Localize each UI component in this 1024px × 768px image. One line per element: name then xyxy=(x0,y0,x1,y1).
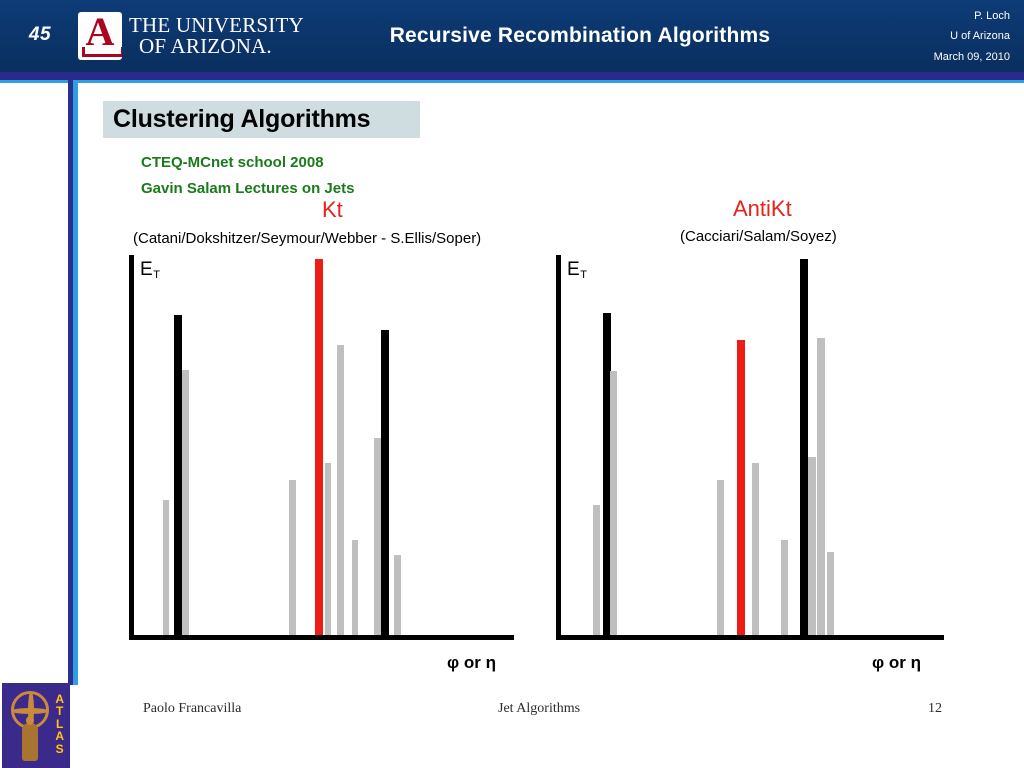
chart-bar xyxy=(337,345,344,635)
kt-x-axis-caption: φ or η xyxy=(447,653,496,672)
chart-bar xyxy=(381,330,389,635)
atlas-letter: T xyxy=(55,704,64,719)
kt-algorithm-authors: (Catani/Dokshitzer/Seymour/Webber - S.El… xyxy=(133,230,482,247)
atlas-letter: A xyxy=(55,729,64,744)
chart-bar xyxy=(174,315,182,635)
atlas-letter: A xyxy=(55,692,64,706)
sidebar-rail-dark xyxy=(68,80,73,685)
university-of-arizona-logo: A THE UNIVERSITY OF ARIZONA. xyxy=(78,10,304,62)
header-affiliation: U of Arizona xyxy=(950,30,1010,43)
header-band xyxy=(0,72,1024,80)
chart-bar xyxy=(737,340,745,635)
antikt-algorithm-authors: (Cacciari/Salam/Soyez) xyxy=(680,228,837,245)
presentation-title: Recursive Recombination Algorithms xyxy=(389,24,771,47)
chart-bar xyxy=(182,370,189,635)
credit-line-1: CTEQ-MCnet school 2008 xyxy=(141,154,324,171)
arizona-wordmark: THE UNIVERSITY OF ARIZONA. xyxy=(129,12,304,58)
footer-presenter: Paolo Francavilla xyxy=(143,701,242,716)
kt-x-axis xyxy=(129,635,514,640)
slide-footer: Paolo Francavilla Jet Algorithms 12 xyxy=(0,698,1024,726)
arizona-a-base xyxy=(82,47,122,57)
antikt-y-axis-label: ET xyxy=(567,259,587,281)
kt-y-axis-label: ET xyxy=(140,259,160,281)
chart-bar xyxy=(603,313,611,635)
atlas-letter: L xyxy=(55,716,64,731)
header-author: P. Loch xyxy=(974,10,1010,22)
kt-algorithm-title: Kt xyxy=(322,197,343,222)
slide-header: 45 A THE UNIVERSITY OF ARIZONA. Recursiv… xyxy=(0,0,1024,72)
atlas-figure-icon xyxy=(22,716,38,761)
slide-title: Clustering Algorithms xyxy=(113,105,371,133)
kt-bar-chart: ET xyxy=(129,255,514,640)
chart-bar xyxy=(808,457,816,635)
chart-bar xyxy=(593,505,600,635)
credit-line-2: Gavin Salam Lectures on Jets xyxy=(141,180,355,198)
chart-bar xyxy=(717,480,724,635)
chart-bar xyxy=(610,371,617,635)
arizona-a-letter: A xyxy=(85,12,115,54)
header-meta: P. Loch U of Arizona March 09, 2010 xyxy=(830,6,1010,67)
chart-bar xyxy=(374,438,381,635)
atlas-letter: S xyxy=(55,741,64,756)
antikt-x-axis-caption: φ or η xyxy=(872,653,921,672)
chart-bar xyxy=(752,463,759,635)
chart-bar xyxy=(289,480,296,635)
footer-topic: Jet Algorithms xyxy=(498,701,581,716)
chart-bar xyxy=(827,552,834,635)
chart-bar xyxy=(817,338,825,635)
header-accent-line xyxy=(0,80,1024,83)
arizona-wordmark-line1: THE UNIVERSITY xyxy=(129,12,304,37)
chart-bar xyxy=(800,259,808,635)
slide-number: 45 xyxy=(28,24,52,45)
chart-bar xyxy=(352,540,358,635)
footer-page-number: 12 xyxy=(928,701,942,716)
antikt-y-axis xyxy=(556,255,561,636)
slide-title-box: Clustering Algorithms xyxy=(103,101,420,138)
chart-bar xyxy=(394,555,401,635)
source-credit: CTEQ-MCnet school 2008 Gavin Salam Lectu… xyxy=(141,150,354,203)
arizona-a-block-icon: A xyxy=(78,12,122,60)
arizona-wordmark-line2: OF ARIZONA. xyxy=(139,34,272,58)
antikt-x-axis xyxy=(556,635,944,640)
chart-bar xyxy=(325,463,331,635)
antikt-bar-chart: ET xyxy=(556,255,944,640)
kt-y-axis xyxy=(129,255,134,636)
header-date: March 09, 2010 xyxy=(933,50,1010,63)
chart-bar xyxy=(781,540,788,635)
antikt-algorithm-title: AntiKt xyxy=(733,196,792,221)
sidebar-rail-accent xyxy=(73,80,78,685)
chart-bar xyxy=(315,259,323,635)
chart-bar xyxy=(163,500,169,635)
